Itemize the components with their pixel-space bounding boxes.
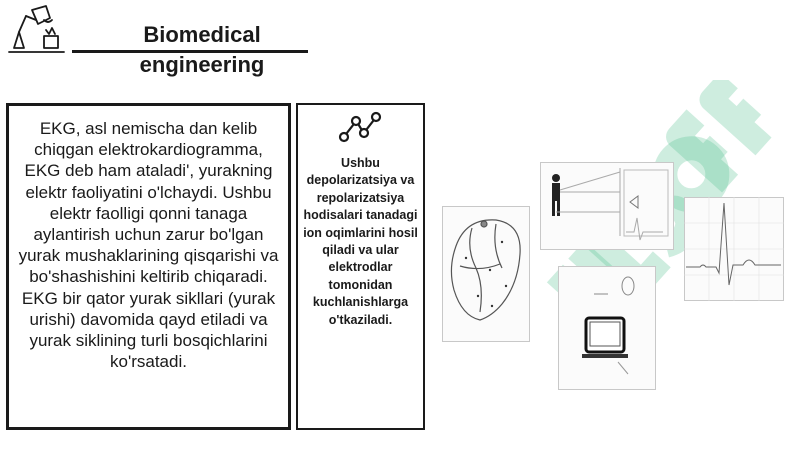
title-divider xyxy=(72,50,308,53)
ecg-monitor-illustration xyxy=(558,266,656,390)
connected-nodes-icon xyxy=(338,111,382,143)
page-title: Biomedical engineering xyxy=(139,22,265,77)
ecg-waveform-illustration xyxy=(684,197,784,301)
side-panel: Ushbu depolarizatsiya va repolarizatsiya… xyxy=(296,103,425,430)
desk-lamp-icon xyxy=(8,5,65,53)
patient-ecg-illustration xyxy=(540,162,674,250)
heart-illustration xyxy=(442,206,530,342)
main-paragraph: EKG, asl nemischa dan kelib chiqgan elek… xyxy=(18,119,279,372)
main-text-box: EKG, asl nemischa dan kelib chiqgan elek… xyxy=(6,103,291,430)
side-panel-text: Ushbu depolarizatsiya va repolarizatsiya… xyxy=(303,156,418,327)
